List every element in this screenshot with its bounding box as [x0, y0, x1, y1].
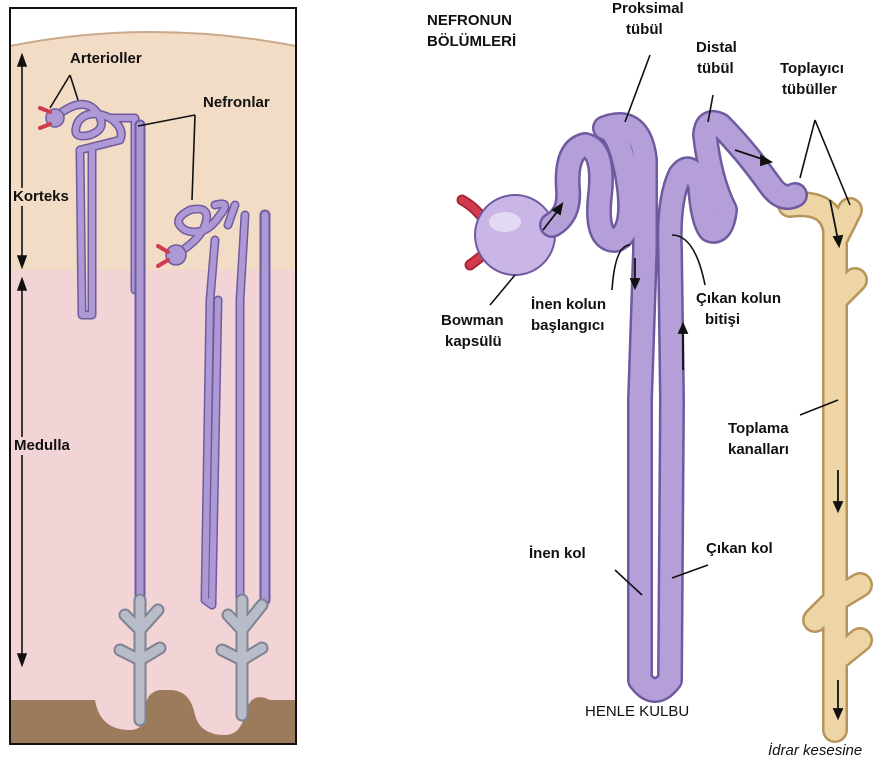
- label-bowman-1: Bowman: [441, 312, 504, 330]
- label-bowman-2: kapsülü: [445, 333, 502, 351]
- label-cikan-bitis-2: bitişi: [705, 311, 740, 329]
- label-inen-kol: İnen kol: [529, 545, 586, 563]
- label-proksimal-1: Proksimal: [612, 0, 684, 18]
- label-proksimal-2: tübül: [626, 21, 663, 39]
- label-arterioller: Arterioller: [70, 50, 142, 68]
- title-line-2: BÖLÜMLERİ: [427, 33, 516, 51]
- flow-arrows: [543, 150, 842, 718]
- label-distal-2: tübül: [697, 60, 734, 78]
- nephron-tubule: [552, 123, 795, 690]
- label-distal-1: Distal: [696, 39, 737, 57]
- nephron-parts-panel: [462, 55, 860, 730]
- label-korteks: Korteks: [12, 188, 70, 206]
- label-idrar-kesesine: İdrar kesesine: [768, 742, 862, 760]
- label-inen-baslangic-1: İnen kolun: [531, 296, 606, 314]
- label-nefronlar: Nefronlar: [203, 94, 270, 112]
- bowman-capsule: [475, 195, 555, 275]
- cortex-region: [10, 8, 296, 270]
- label-henle-kulbu: HENLE KULBU: [585, 703, 689, 721]
- label-toplama-2: kanalları: [728, 441, 789, 459]
- kidney-section-panel: [10, 8, 296, 744]
- label-medulla: Medulla: [13, 437, 71, 455]
- label-inen-baslangic-2: başlangıcı: [531, 317, 604, 335]
- label-toplama-1: Toplama: [728, 420, 789, 438]
- label-cikan-bitis-1: Çıkan kolun: [696, 290, 781, 308]
- collecting-duct-tan: [790, 204, 860, 730]
- label-toplayici-1: Toplayıcı: [780, 60, 844, 78]
- label-toplayici-2: tübüller: [782, 81, 837, 99]
- label-cikan-kol: Çıkan kol: [706, 540, 773, 558]
- title-line-1: NEFRONUN: [427, 12, 512, 30]
